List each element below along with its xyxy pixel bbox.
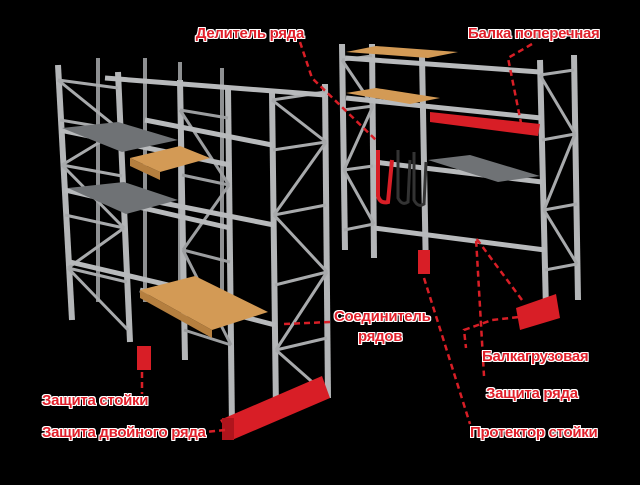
label-row-connector-line1: Соединитель (334, 308, 431, 325)
label-upright-protector: Протектор стойки (470, 424, 598, 441)
label-cross-beam: Балка поперечная (468, 25, 600, 42)
label-row-connector-line2: рядов (358, 328, 403, 345)
label-row-divider: Делитель ряда (195, 25, 305, 42)
right-single-row-rack (339, 43, 581, 330)
label-double-row-guard: Защита двойного ряда (42, 424, 206, 441)
leader-lines (140, 41, 533, 434)
label-row-guard: Защита ряда (486, 385, 578, 402)
left-double-row-rack (55, 58, 331, 440)
label-upright-guard: Защита стойки (42, 392, 149, 409)
label-load-beam: Балкагрузовая (482, 348, 589, 365)
